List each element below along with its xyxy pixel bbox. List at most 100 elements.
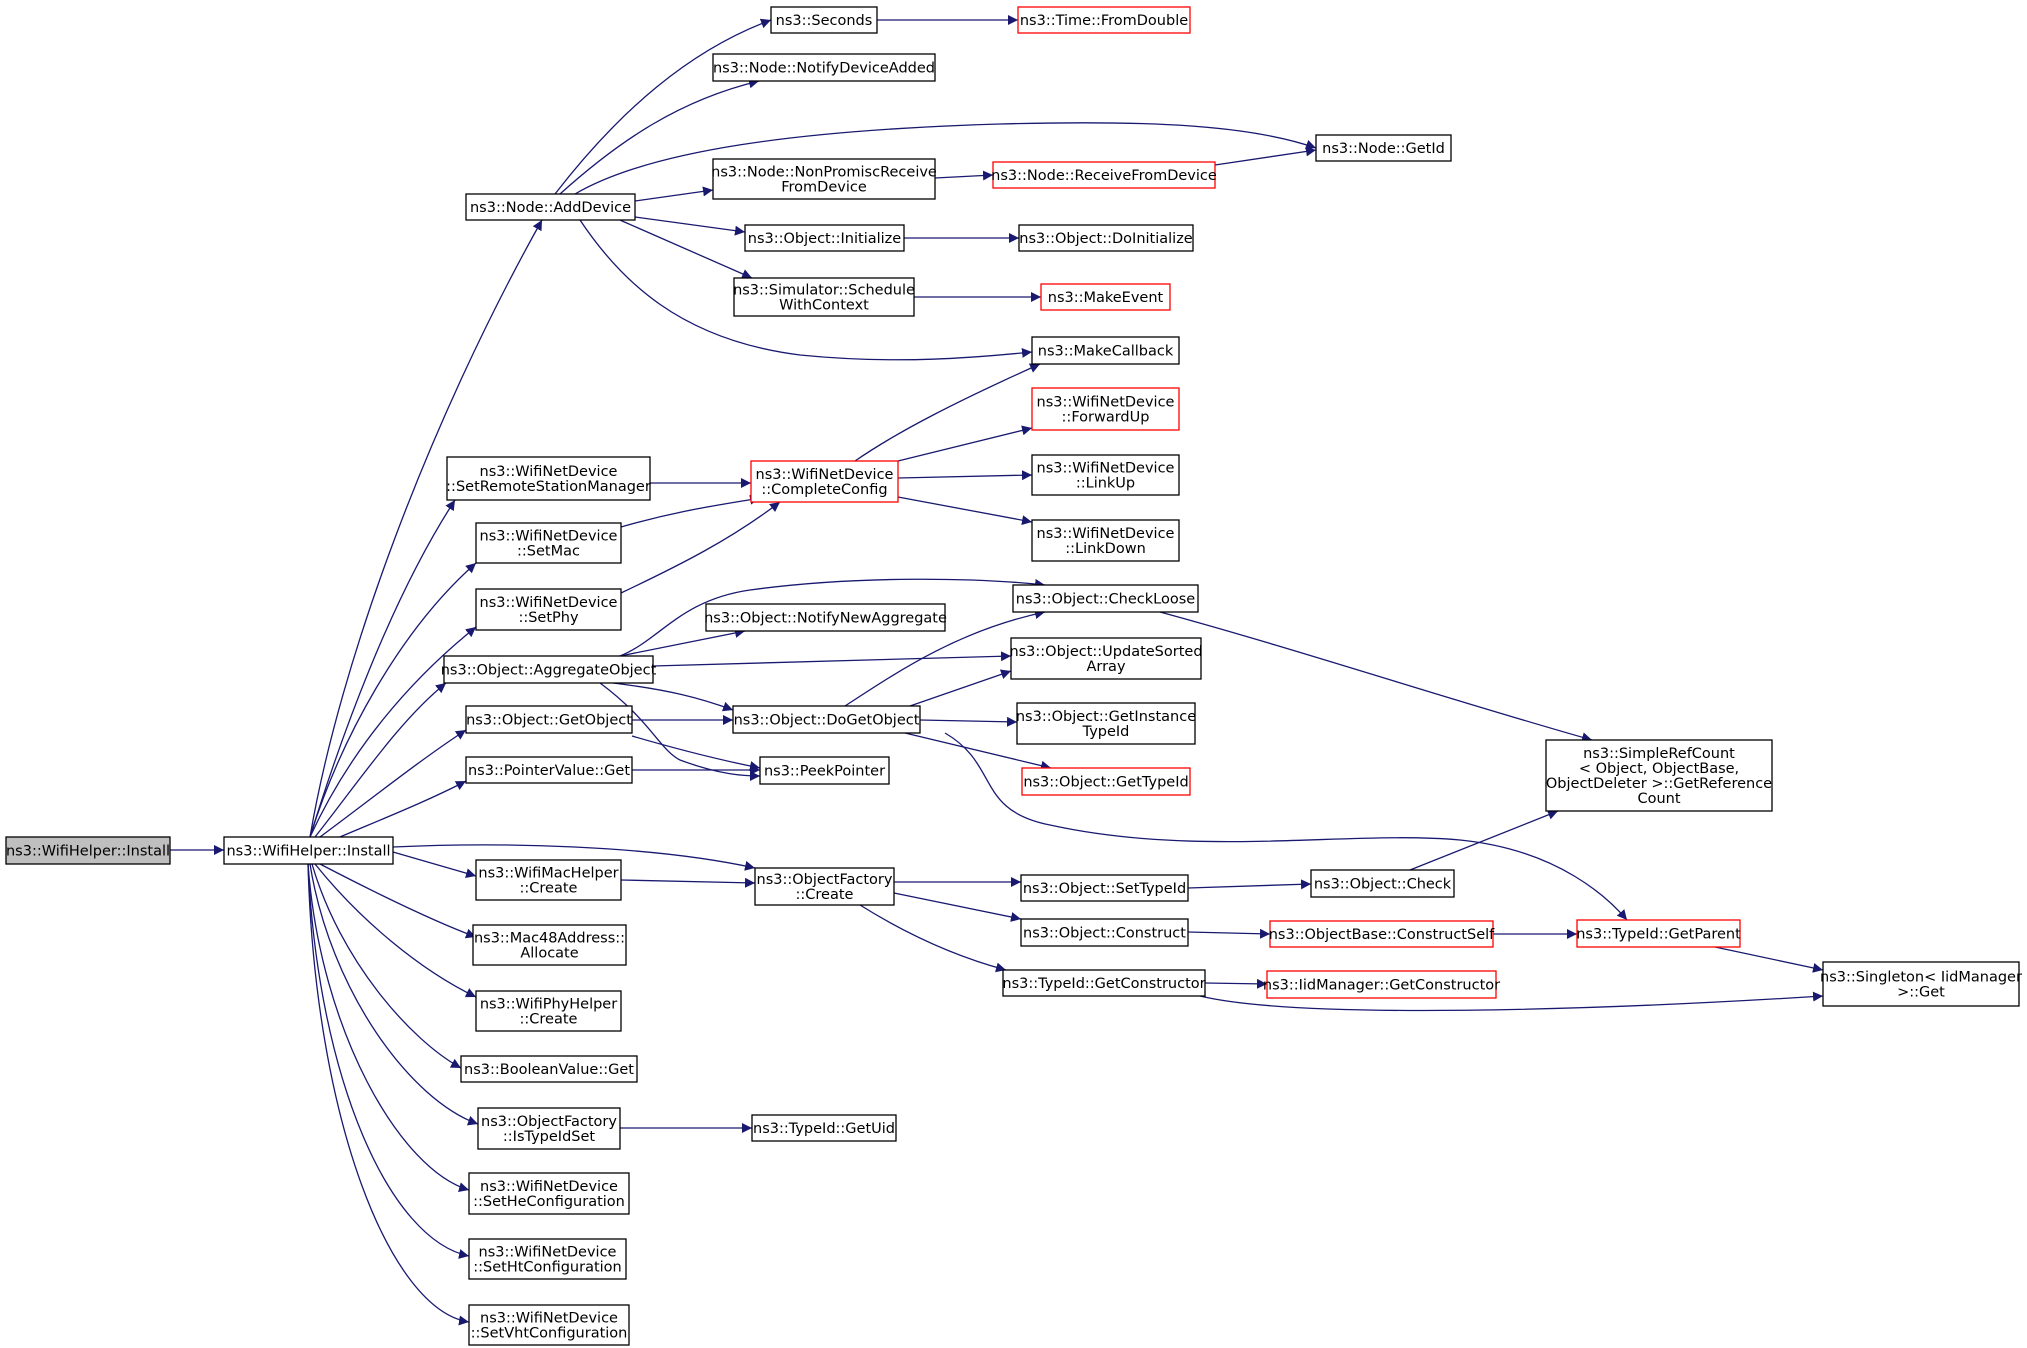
function-node-istypeidset[interactable]: ns3::ObjectFactory::IsTypeIdSet [477, 1107, 621, 1150]
function-node-setphy[interactable]: ns3::WifiNetDevice::SetPhy [475, 588, 622, 631]
node-label: ns3::WifiNetDevice [480, 595, 618, 611]
node-label: ::SetMac [517, 544, 580, 560]
node-label: ::SetHeConfiguration [473, 1194, 625, 1210]
call-edge [579, 219, 1033, 361]
function-node-boolget[interactable]: ns3::BooleanValue::Get [460, 1055, 638, 1083]
function-node-construct[interactable]: ns3::Object::Construct [1020, 918, 1189, 947]
function-node-sethe[interactable]: ns3::WifiNetDevice::SetHeConfiguration [468, 1172, 630, 1215]
node-label: ::IsTypeIdSet [503, 1129, 596, 1145]
function-node-doinitialize[interactable]: ns3::Object::DoInitialize [1018, 224, 1194, 252]
node-box [477, 1107, 621, 1150]
call-edge [620, 501, 781, 594]
node-label: ::SetVhtConfiguration [471, 1326, 628, 1342]
function-node-getobject[interactable]: ns3::Object::GetObject [465, 705, 633, 734]
function-node-linkup[interactable]: ns3::WifiNetDevice::LinkUp [1031, 454, 1180, 496]
node-box [754, 867, 895, 906]
function-node-root[interactable]: ns3::WifiHelper::Install [5, 836, 171, 865]
node-label: ns3::Node::ReceiveFromDevice [991, 168, 1217, 184]
node-label: ::Create [520, 1012, 578, 1028]
function-node-gettypeid[interactable]: ns3::Object::GetTypeId [1021, 767, 1191, 796]
call-edge [307, 863, 470, 1193]
call-edge [619, 219, 753, 279]
function-node-install[interactable]: ns3::WifiHelper::Install [223, 836, 394, 865]
function-node-mac48[interactable]: ns3::Mac48Address::Allocate [472, 924, 627, 966]
call-edge [634, 216, 746, 236]
function-node-peekpointer[interactable]: ns3::PeekPointer [759, 756, 890, 785]
function-node-completeconfig[interactable]: ns3::WifiNetDevice::CompleteConfig [750, 460, 899, 503]
function-node-simplerefcount[interactable]: ns3::SimpleRefCount< Object, ObjectBase,… [1545, 739, 1773, 812]
function-node-constructself[interactable]: ns3::ObjectBase::ConstructSelf [1269, 920, 1495, 948]
function-node-singletonget[interactable]: ns3::Singleton< IidManager >::Get [1820, 961, 2022, 1007]
node-box [1822, 961, 2020, 1007]
function-node-phyhelper[interactable]: ns3::WifiPhyHelper::Create [475, 990, 622, 1032]
node-box [1002, 969, 1206, 997]
function-node-adddevice[interactable]: ns3::Node::AddDevice [465, 193, 636, 221]
node-label: ns3::Object::Check [1314, 877, 1452, 893]
function-node-fromdouble[interactable]: ns3::Time::FromDouble [1017, 6, 1191, 34]
function-node-makeevent[interactable]: ns3::MakeEvent [1040, 283, 1171, 311]
node-box [465, 705, 633, 734]
call-edge [1204, 978, 1268, 989]
function-node-initialize[interactable]: ns3::Object::Initialize [744, 224, 905, 252]
node-box [744, 224, 905, 252]
call-edge [859, 904, 1007, 973]
function-node-getparent[interactable]: ns3::TypeId::GetParent [1576, 919, 1741, 948]
node-label: ns3::MakeEvent [1048, 290, 1164, 306]
node-label: ns3::TypeId::GetParent [1576, 927, 1741, 943]
function-node-linkdown[interactable]: ns3::WifiNetDevice::LinkDown [1031, 519, 1180, 562]
node-label: ns3::Time::FromDouble [1020, 13, 1188, 29]
function-node-setvht[interactable]: ns3::WifiNetDevice::SetVhtConfiguration [468, 1304, 630, 1346]
node-box [460, 1055, 638, 1083]
function-node-seconds[interactable]: ns3::Seconds [770, 6, 878, 34]
node-label: Allocate [520, 946, 578, 962]
node-label: ns3::Object::GetInstance [1016, 709, 1196, 725]
function-node-getid[interactable]: ns3::Node::GetId [1315, 134, 1452, 162]
function-node-gettypeiduid[interactable]: ns3::TypeId::GetUid [751, 1114, 897, 1142]
function-node-ofcreate[interactable]: ns3::ObjectFactory::Create [754, 867, 895, 906]
node-label: ns3::Object::SetTypeId [1023, 881, 1186, 897]
node-label: ns3::Object::DoInitialize [1019, 231, 1193, 247]
function-node-setrsm[interactable]: ns3::WifiNetDevice::SetRemoteStationMana… [446, 456, 651, 501]
function-node-dogetobject[interactable]: ns3::Object::DoGetObject [732, 705, 921, 734]
node-box [468, 1238, 627, 1280]
function-node-ptrget[interactable]: ns3::PointerValue::Get [465, 756, 633, 784]
node-label: ns3::Object::CheckLoose [1016, 592, 1195, 608]
function-node-receivefromdevice[interactable]: ns3::Node::ReceiveFromDevice [991, 161, 1217, 189]
node-label: ns3::TypeId::GetUid [753, 1121, 895, 1137]
node-box [1031, 519, 1180, 562]
function-node-notifyadded[interactable]: ns3::Node::NotifyDeviceAdded [712, 53, 936, 82]
node-box [751, 1114, 897, 1142]
function-node-machelper[interactable]: ns3::WifiMacHelper::Create [475, 859, 622, 901]
node-label: ns3::Node::NonPromiscReceive [711, 165, 937, 181]
node-label: ::LinkUp [1076, 476, 1135, 492]
function-node-settypeid[interactable]: ns3::Object::SetTypeId [1020, 874, 1189, 902]
node-label: ns3::WifiNetDevice [756, 467, 894, 483]
function-node-makecallback[interactable]: ns3::MakeCallback [1031, 336, 1180, 365]
node-label: ns3::ObjectFactory [757, 872, 893, 888]
node-label: ns3::WifiNetDevice [480, 529, 618, 545]
function-node-check[interactable]: ns3::Object::Check [1310, 869, 1455, 898]
function-node-notifynewagg[interactable]: ns3::Object::NotifyNewAggregate [704, 603, 947, 632]
edges-layer [170, 15, 1824, 1326]
node-box [223, 836, 394, 865]
call-edge [844, 609, 1046, 707]
node-box [733, 277, 915, 317]
node-box [712, 53, 936, 82]
node-box [472, 924, 627, 966]
call-edge [619, 628, 746, 657]
function-node-aggobj[interactable]: ns3::Object::AggregateObject [441, 655, 657, 684]
function-node-iidgetconstructor[interactable]: ns3::IidManager::GetConstructor [1263, 970, 1500, 999]
function-node-forwardup[interactable]: ns3::WifiNetDevice::ForwardUp [1031, 387, 1180, 431]
function-node-setht[interactable]: ns3::WifiNetDevice::SetHtConfiguration [468, 1238, 627, 1280]
node-label: ns3::WifiNetDevice [1037, 526, 1175, 542]
node-box [1017, 6, 1191, 34]
function-node-checkloose[interactable]: ns3::Object::CheckLoose [1012, 584, 1199, 613]
function-node-getconstructor[interactable]: ns3::TypeId::GetConstructor [1002, 969, 1206, 997]
node-box [1269, 920, 1494, 948]
node-box [705, 603, 946, 632]
function-node-setmac[interactable]: ns3::WifiNetDevice::SetMac [475, 522, 622, 564]
